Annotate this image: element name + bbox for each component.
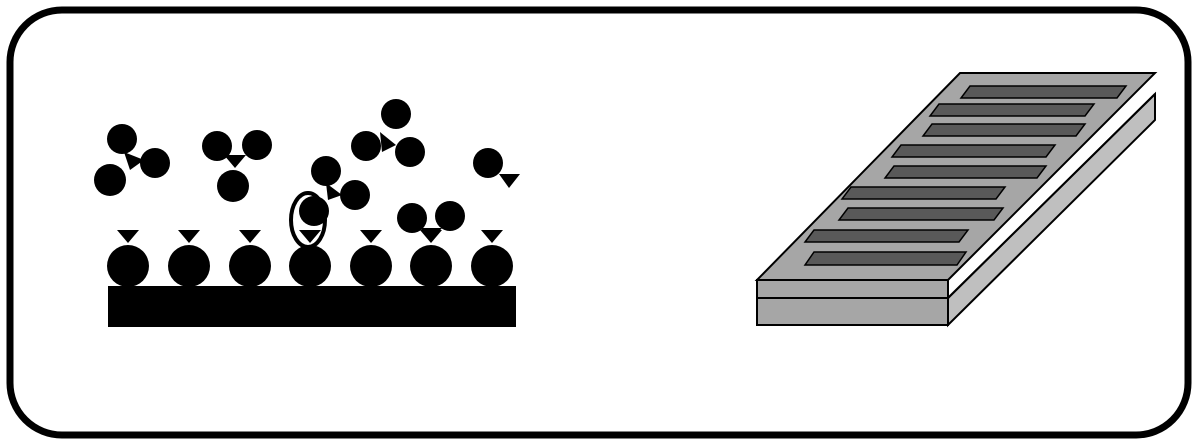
trimer-complex: [311, 156, 370, 210]
receptor: [107, 230, 149, 287]
binding-diagram: [94, 99, 520, 327]
outer-frame: [6, 6, 1192, 439]
receptor: [229, 230, 271, 287]
free-complexes: [94, 99, 520, 241]
microarray-chip: [754, 72, 1158, 328]
probe-stripe: [928, 103, 1096, 117]
receptor: [350, 230, 392, 287]
trimer-complex: [397, 201, 465, 241]
probe-stripes: [803, 85, 1128, 266]
receptor: [471, 230, 513, 287]
probe-stripe: [840, 186, 1007, 200]
trimer-complex: [94, 124, 170, 196]
substrate-bar: [108, 286, 516, 327]
surface-receptors: [107, 230, 513, 287]
free-monomer: [473, 148, 520, 188]
chip-front-face: [756, 279, 949, 326]
probe-stripe: [883, 165, 1048, 179]
probe-stripe: [959, 85, 1128, 99]
trimer-complex: [202, 130, 272, 202]
highlighted-binding: [289, 191, 329, 249]
trimer-complex: [351, 99, 425, 167]
probe-stripe: [890, 144, 1057, 158]
probe-stripe: [837, 207, 1005, 221]
probe-stripe: [803, 229, 970, 243]
probe-stripe: [803, 251, 968, 266]
receptor: [168, 230, 210, 287]
probe-stripe: [921, 123, 1087, 137]
